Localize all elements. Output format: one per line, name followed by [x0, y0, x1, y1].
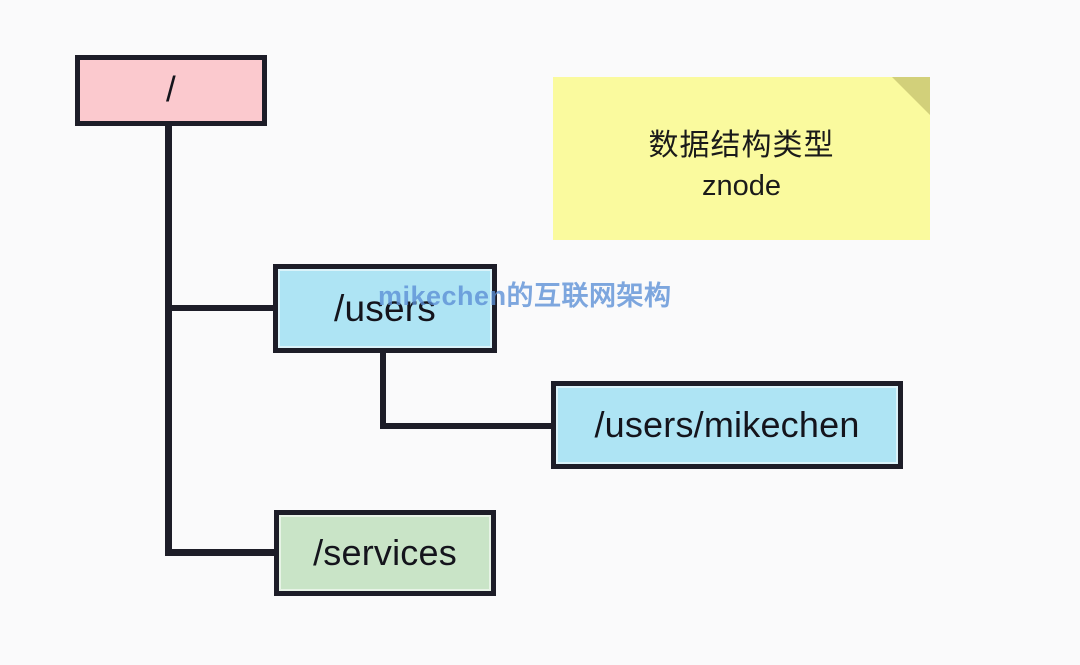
sticky-note-line-2: znode [701, 169, 781, 202]
sticky-note-line-1: 数据结构类型 [648, 129, 835, 162]
sticky-note-body: 数据结构类型 znode [553, 127, 930, 205]
sticky-note-annotation: 数据结构类型 znode [553, 77, 930, 240]
node-users[interactable]: /users [273, 264, 497, 353]
node-root-label: / [166, 70, 176, 109]
page-fold-icon [892, 77, 930, 115]
node-services-label: /services [313, 532, 457, 573]
connector-root-trunk [165, 120, 172, 556]
node-root[interactable]: / [75, 55, 267, 126]
node-users-label: /users [334, 288, 436, 329]
node-services[interactable]: /services [274, 510, 496, 596]
connector-root-to-services [165, 549, 278, 556]
node-users-mikechen-label: /users/mikechen [594, 404, 860, 445]
connector-root-to-users [165, 305, 277, 311]
node-users-mikechen[interactable]: /users/mikechen [551, 381, 903, 469]
connector-users-to-mikechen-horizontal [380, 423, 555, 429]
connector-users-to-mikechen-vertical [380, 349, 386, 429]
